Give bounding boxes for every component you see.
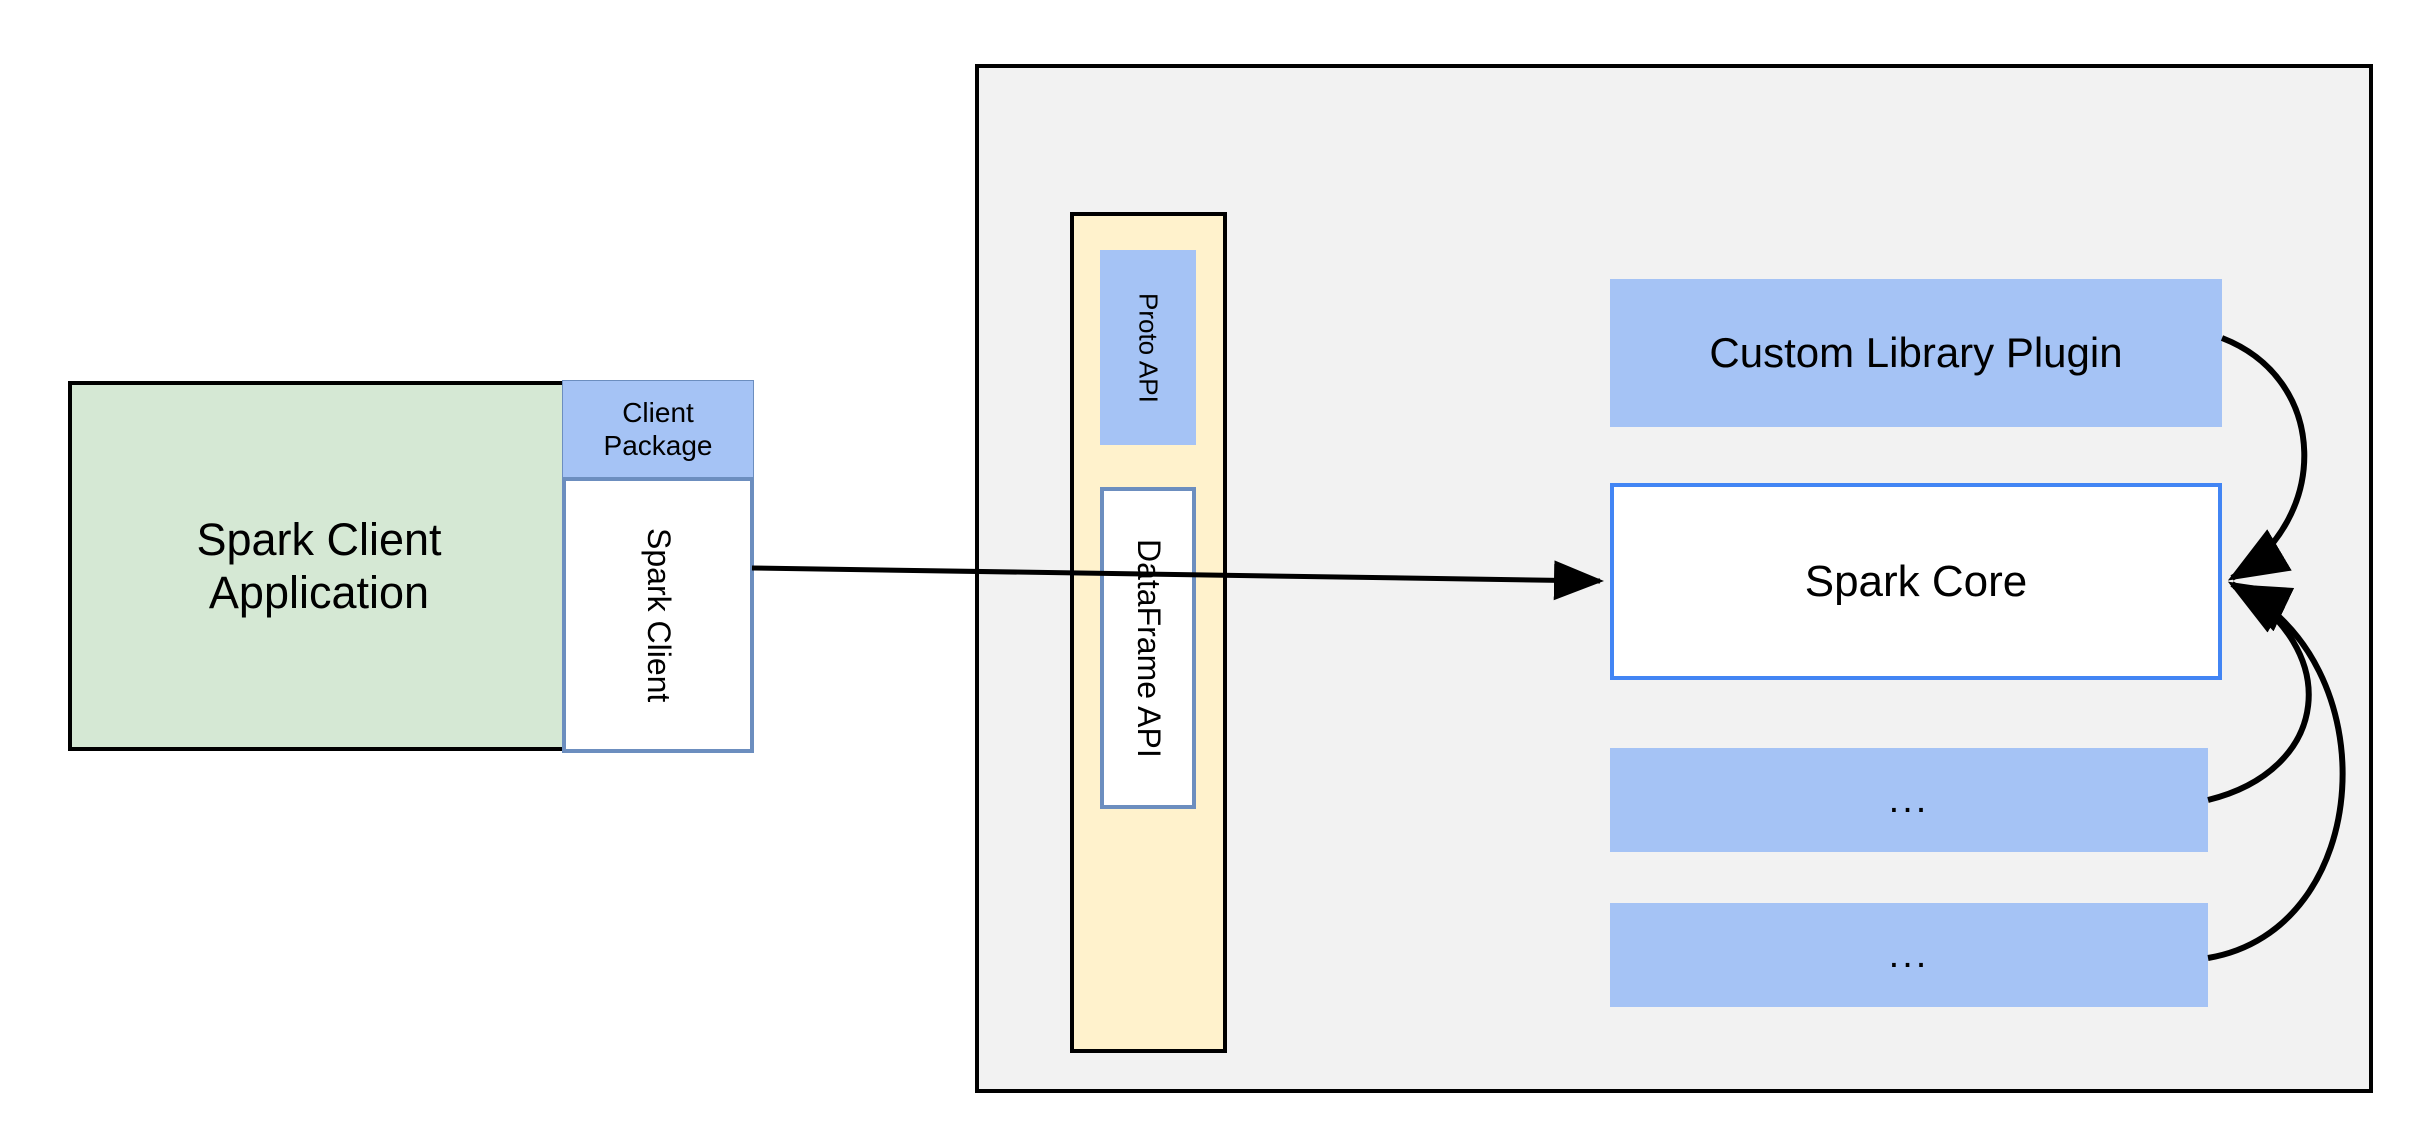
client-package-label: Client Package — [603, 396, 713, 461]
client-package-box[interactable]: Client Package — [562, 380, 754, 478]
proto-api-box[interactable]: Proto API — [1100, 250, 1196, 445]
custom-library-plugin-label: Custom Library Plugin — [1709, 329, 2123, 377]
spark-client-label: Spark Client — [640, 527, 677, 703]
custom-library-plugin-box[interactable]: Custom Library Plugin — [1610, 279, 2222, 427]
ellipsis-label-2: ... — [1888, 933, 1930, 976]
ellipsis-box-1[interactable]: ... — [1610, 748, 2208, 852]
spark-client-box[interactable]: Spark Client — [562, 477, 754, 753]
spark-core-box[interactable]: Spark Core — [1610, 483, 2222, 680]
dataframe-api-box[interactable]: DataFrame API — [1100, 487, 1196, 809]
proto-api-label: Proto API — [1133, 292, 1164, 403]
ellipsis-label-1: ... — [1888, 778, 1930, 821]
spark-client-application-label: Spark Client Application — [196, 513, 442, 618]
spark-client-application-box[interactable]: Spark Client Application — [68, 381, 570, 751]
spark-core-label: Spark Core — [1804, 556, 2028, 606]
ellipsis-box-2[interactable]: ... — [1610, 903, 2208, 1007]
dataframe-api-label: DataFrame API — [1130, 538, 1167, 758]
